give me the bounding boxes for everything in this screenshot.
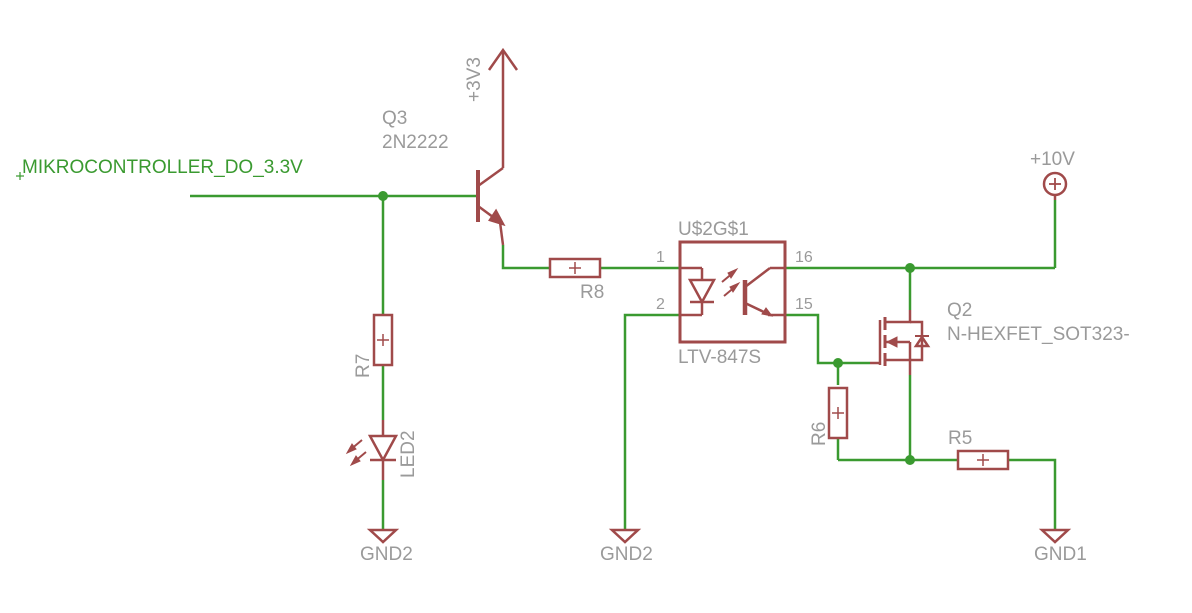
label-supply-10v: +10V <box>1030 149 1075 170</box>
label-q2-value: N-HEXFET_SOT323- <box>947 324 1130 345</box>
mosfet-q2 <box>870 310 931 375</box>
label-r7: R7 <box>353 354 374 378</box>
led-led2 <box>345 420 399 480</box>
net-label-input: MIKROCONTROLLER_DO_3.3V <box>22 157 303 178</box>
optocoupler-u2 <box>678 240 787 344</box>
resistor-r5 <box>956 449 1010 471</box>
junction-input <box>378 191 388 201</box>
label-opto-value: LTV-847S <box>678 347 761 368</box>
label-pin1: 1 <box>656 249 665 266</box>
gnd-symbol-led <box>366 528 400 544</box>
wires <box>190 194 1057 530</box>
label-gnd-opto: GND2 <box>600 544 653 565</box>
junction-rail <box>905 263 915 273</box>
resistor-r7 <box>372 313 394 367</box>
gnd-symbol-opto <box>608 528 642 544</box>
junction-source <box>905 455 915 465</box>
label-r5: R5 <box>948 428 972 449</box>
supply-3v3-symbol <box>487 47 519 168</box>
label-pin16: 16 <box>795 249 813 266</box>
label-pin2: 2 <box>656 296 665 313</box>
label-supply-3v3: +3V3 <box>464 57 485 102</box>
junction-gate <box>833 358 843 368</box>
label-gnd-led: GND2 <box>360 544 413 565</box>
resistor-r6 <box>827 386 849 440</box>
label-r8: R8 <box>580 282 604 303</box>
label-pin15: 15 <box>795 296 813 313</box>
label-q2-name: Q2 <box>947 300 972 321</box>
transistor-q3 <box>476 166 506 246</box>
label-r6: R6 <box>809 422 830 446</box>
label-led2: LED2 <box>398 430 419 478</box>
input-marker <box>16 172 24 180</box>
label-gnd-out: GND1 <box>1034 544 1087 565</box>
supply-10v-symbol <box>1042 171 1068 200</box>
label-q3-value: 2N2222 <box>382 132 449 153</box>
junctions <box>378 191 915 465</box>
gnd-symbol-out <box>1038 528 1072 544</box>
label-opto-name: U$2G$1 <box>678 219 749 240</box>
label-q3-name: Q3 <box>382 108 407 129</box>
resistor-r8 <box>548 257 602 279</box>
